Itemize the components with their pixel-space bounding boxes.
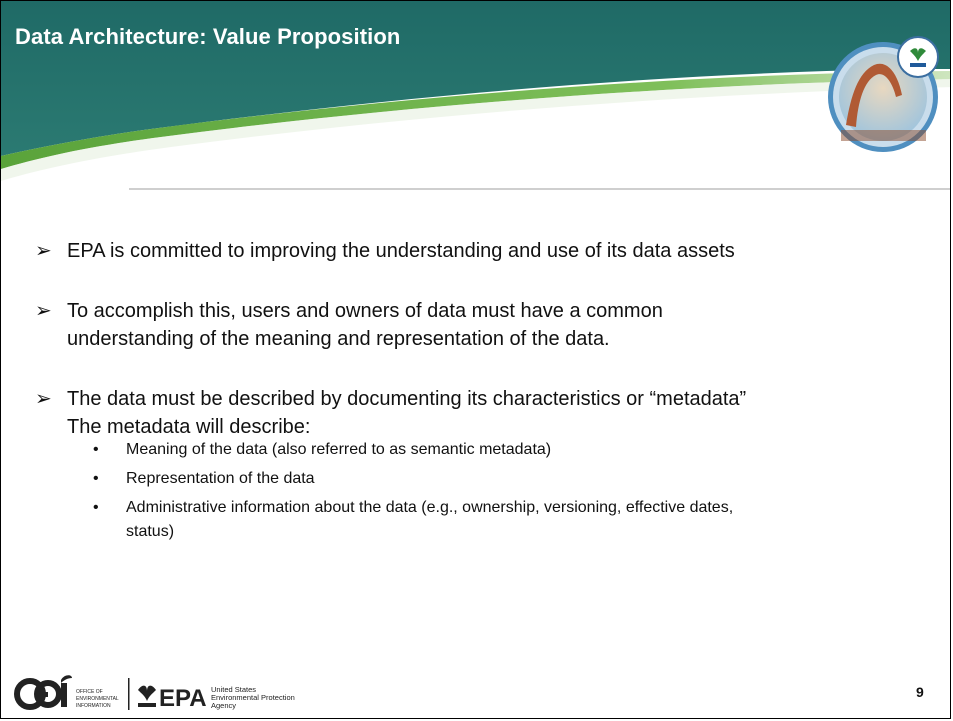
- dot-bullet-icon: •: [93, 470, 99, 487]
- bullet-text: EPA is committed to improving the unders…: [67, 240, 735, 262]
- arrow-bullet-icon: ➢: [35, 300, 52, 322]
- sub-bullet-text-line: Administrative information about the dat…: [126, 499, 734, 516]
- agency-line: United States: [211, 685, 256, 694]
- svg-text:INFORMATION: INFORMATION: [76, 703, 111, 709]
- sub-bullet-item: • Administrative information about the d…: [93, 496, 733, 544]
- bullet-text-line: To accomplish this, users and owners of …: [67, 300, 663, 322]
- header-divider: [129, 188, 950, 190]
- dot-bullet-icon: •: [93, 499, 99, 516]
- agency-line: Agency: [211, 701, 236, 710]
- agency-line: Environmental Protection: [211, 693, 295, 702]
- slide-title: Data Architecture: Value Proposition: [15, 24, 401, 49]
- arrow-bullet-icon: ➢: [35, 240, 52, 262]
- logo-divider: [128, 678, 130, 710]
- svg-text:OFFICE OF: OFFICE OF: [76, 689, 103, 695]
- bullet-text-line: understanding of the meaning and represe…: [67, 328, 610, 350]
- sub-bullet-text: Representation of the data: [126, 470, 315, 487]
- svg-text:ENVIRONMENTAL: ENVIRONMENTAL: [76, 696, 119, 702]
- bullet-item: ➢ EPA is committed to improving the unde…: [35, 237, 735, 265]
- epa-logo-icon: EPA United States Environmental Protecti…: [138, 685, 295, 712]
- sub-bullet-item: • Representation of the data: [93, 467, 315, 491]
- oei-logo-icon: OFFICE OF ENVIRONMENTAL INFORMATION: [14, 675, 119, 710]
- sub-bullet-text: Meaning of the data (also referred to as…: [126, 441, 552, 458]
- bullet-item: ➢ The data must be described by document…: [35, 385, 746, 441]
- bullet-item: ➢ To accomplish this, users and owners o…: [35, 297, 663, 353]
- sub-bullet-item: • Meaning of the data (also referred to …: [93, 438, 551, 462]
- bullet-text-line: The data must be described by documentin…: [67, 388, 747, 410]
- arrow-bullet-icon: ➢: [35, 388, 52, 410]
- footer-logos: OFFICE OF ENVIRONMENTAL INFORMATION EPA …: [14, 675, 295, 712]
- epa-wordmark: EPA: [159, 685, 207, 712]
- epa-seal-icon: [828, 36, 939, 152]
- sub-bullet-text-line: status): [126, 523, 175, 540]
- page-number: 9: [916, 684, 924, 700]
- bullet-text-line: The metadata will describe:: [67, 416, 311, 438]
- dot-bullet-icon: •: [93, 441, 99, 458]
